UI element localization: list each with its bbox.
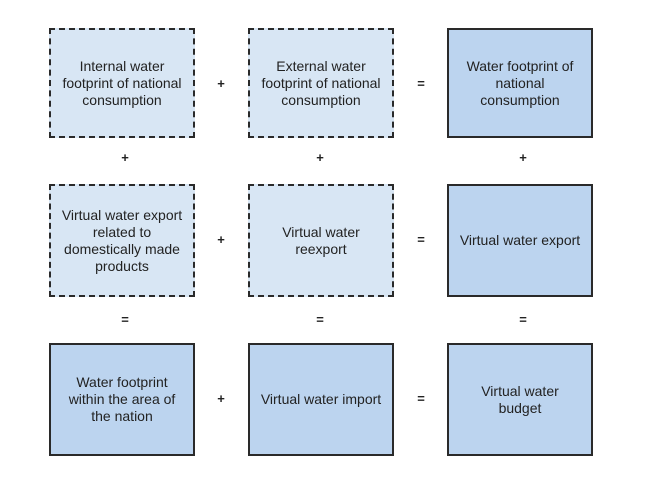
plus-operator: + [217,232,225,247]
virtual-water-reexport-label: Virtual water reexport [282,223,360,257]
plus-operator: + [121,150,129,165]
internal-water-footprint-label: Internal water footprint of national con… [62,57,182,108]
virtual-water-import-box: Virtual water import [248,343,394,456]
plus-operator: + [217,391,225,406]
plus-operator: + [519,150,527,165]
virtual-water-reexport-box: Virtual water reexport [248,184,394,297]
equals-operator: = [417,391,425,406]
virtual-water-export-domestic-box: Virtual water export related to domestic… [49,184,195,297]
external-water-footprint-label: External water footprint of national con… [261,57,381,108]
virtual-water-export-box: Virtual water export [447,184,593,297]
plus-operator: + [217,76,225,91]
virtual-water-budget-label: Virtual water budget [481,382,559,416]
internal-water-footprint-box: Internal water footprint of national con… [49,28,195,138]
external-water-footprint-box: External water footprint of national con… [248,28,394,138]
virtual-water-export-domestic-label: Virtual water export related to domestic… [61,206,183,274]
water-footprint-national-consumption-box: Water footprint of national consumption [447,28,593,138]
virtual-water-export-label: Virtual water export [459,232,581,248]
equals-operator: = [519,312,527,327]
water-footprint-national-consumption-label: Water footprint of national consumption [466,57,574,108]
equals-operator: = [417,76,425,91]
equals-operator: = [121,312,129,327]
virtual-water-import-label: Virtual water import [260,391,382,407]
virtual-water-budget-box: Virtual water budget [447,343,593,456]
equals-operator: = [417,232,425,247]
water-footprint-area-nation-label: Water footprint within the area of the n… [68,374,176,424]
equals-operator: = [316,312,324,327]
water-footprint-area-nation-box: Water footprint within the area of the n… [49,343,195,456]
plus-operator: + [316,150,324,165]
